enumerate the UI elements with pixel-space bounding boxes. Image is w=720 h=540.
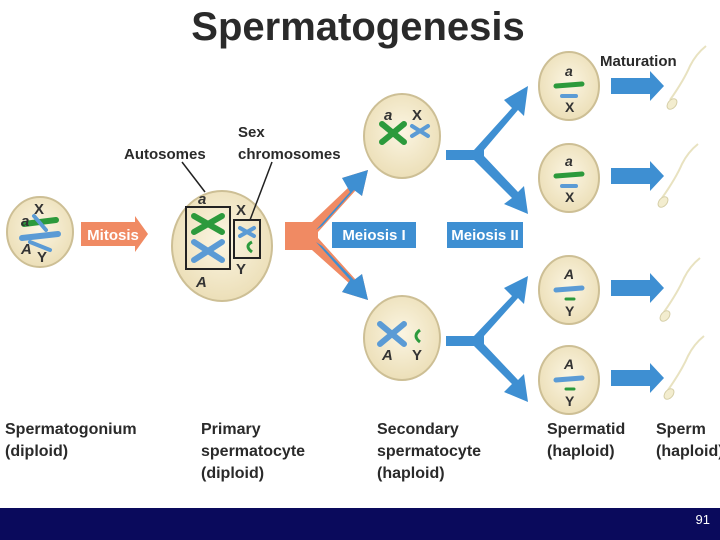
allele-label: A <box>20 241 32 258</box>
footer-bar: 91 <box>0 508 720 540</box>
allele-label: a <box>198 191 206 208</box>
svg-text:spermatocyte: spermatocyte <box>377 443 481 460</box>
allele-label: Y <box>565 303 575 319</box>
mitosis-label: Mitosis <box>87 227 139 244</box>
svg-text:(diploid): (diploid) <box>5 443 68 460</box>
spermatid-cell: a X <box>538 51 600 121</box>
stage-label-spermatid: Spermatid (haploid) <box>547 421 625 460</box>
allele-label: a <box>21 213 29 230</box>
allele-label: Y <box>412 347 422 364</box>
meiosis-2-arrow-bottom <box>446 276 528 402</box>
allele-label: A <box>563 266 574 282</box>
autosomes-label: Autosomes <box>124 146 206 163</box>
secondary-spermatocyte-bottom: A Y <box>363 295 441 381</box>
autosomes-box <box>185 206 231 270</box>
svg-text:spermatocyte: spermatocyte <box>201 443 305 460</box>
svg-text:(haploid): (haploid) <box>656 443 720 460</box>
stage-label-secondary-spermatocyte: Secondary spermatocyte (haploid) <box>377 421 481 482</box>
spermatid-cell: a X <box>538 143 600 213</box>
stage-label-sperm: Sperm (haploid) <box>656 421 720 460</box>
svg-text:Spermatogonium: Spermatogonium <box>5 421 137 438</box>
allele-label: Y <box>37 249 47 266</box>
page-number: 91 <box>695 512 710 527</box>
spermatid-cell: A Y <box>538 345 600 415</box>
secondary-spermatocyte-top: a X <box>363 93 441 179</box>
allele-label: X <box>34 201 44 218</box>
svg-text:Secondary: Secondary <box>377 421 459 438</box>
spermatogonium-cell: a X A Y <box>6 196 74 268</box>
allele-label: X <box>565 99 575 115</box>
spermatid-cell: A Y <box>538 255 600 325</box>
svg-text:(haploid): (haploid) <box>547 443 615 460</box>
sperm-icon <box>659 257 701 322</box>
meiosis-1-arrow: Meiosis I <box>285 170 416 300</box>
stage-label-spermatogonium: Spermatogonium (diploid) <box>5 421 137 460</box>
maturation-arrows <box>611 71 664 393</box>
allele-label: a <box>384 107 392 124</box>
svg-text:(haploid): (haploid) <box>377 465 445 482</box>
maturation-label: Maturation <box>600 53 677 70</box>
allele-label: Y <box>565 393 575 409</box>
svg-text:(diploid): (diploid) <box>201 465 264 482</box>
svg-text:Primary: Primary <box>201 421 261 438</box>
sperm-icon <box>657 143 699 208</box>
allele-label: Y <box>236 261 246 278</box>
svg-text:Sperm: Sperm <box>656 421 706 438</box>
stage-label-primary-spermatocyte: Primary spermatocyte (diploid) <box>201 421 305 482</box>
allele-label: A <box>381 347 393 364</box>
primary-spermatocyte-cell: a A X Y <box>171 190 273 302</box>
allele-label: X <box>412 107 422 124</box>
allele-label: X <box>236 202 246 219</box>
allele-label: a <box>565 63 573 79</box>
sperm-icon <box>663 335 705 400</box>
svg-text:Spermatid: Spermatid <box>547 421 625 438</box>
sex-chromosomes-label-2: chromosomes <box>238 146 341 163</box>
meiosis-2-arrow-top <box>446 86 528 214</box>
allele-label: A <box>195 274 207 291</box>
sex-chromosomes-label-1: Sex <box>238 124 265 141</box>
allele-label: A <box>563 356 574 372</box>
sperm-icon <box>666 45 707 110</box>
meiosis-2-label: Meiosis II <box>451 227 519 244</box>
meiosis-1-label: Meiosis I <box>342 227 405 244</box>
allele-label: X <box>565 189 575 205</box>
sex-chromosomes-box <box>233 219 261 259</box>
meiosis-2-banner <box>447 222 523 248</box>
page-title: Spermatogenesis <box>191 5 524 49</box>
mitosis-arrow: Mitosis <box>81 216 148 252</box>
allele-label: a <box>565 153 573 169</box>
